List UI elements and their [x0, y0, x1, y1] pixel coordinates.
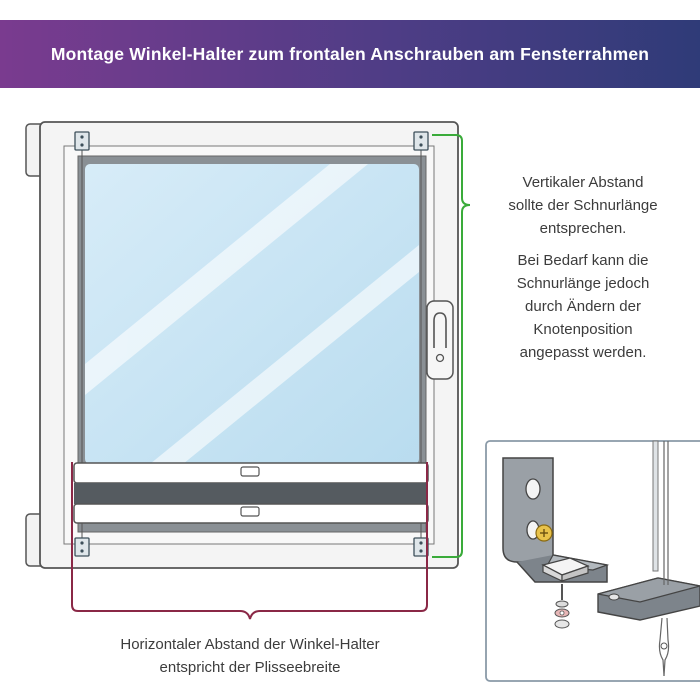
- note-line: durch Ändern der: [525, 298, 641, 315]
- screw-icon: [535, 524, 553, 542]
- header-banner: Montage Winkel-Halter zum frontalen Ansc…: [0, 20, 700, 88]
- pleated-blind: [73, 462, 429, 524]
- angle-bracket-icon: [74, 537, 90, 557]
- glass-reflections: [85, 164, 419, 464]
- mounting-detail-inset: [485, 440, 700, 682]
- window-handle-icon: [426, 300, 454, 380]
- vertical-spacing-bracket: [432, 134, 471, 558]
- note-line: angepasst werden.: [519, 344, 647, 361]
- angle-bracket-icon: [413, 537, 429, 557]
- cord-adjust-note: Bei Bedarf kann die Schnurlänge jedoch d…: [484, 249, 682, 364]
- blind-bottom-rail-grip: [240, 506, 260, 517]
- note-line: sollte der Schnurlänge: [508, 197, 658, 214]
- window-glass: [85, 164, 419, 464]
- blind-fabric: [74, 483, 428, 504]
- note-line: entspricht der Plisseebreite: [159, 659, 341, 676]
- note-line: entsprechen.: [539, 220, 627, 237]
- page-title: Montage Winkel-Halter zum frontalen Ansc…: [50, 43, 650, 64]
- vertical-spacing-note: Vertikaler Abstand sollte der Schnurläng…: [484, 171, 682, 240]
- blind-top-rail-grip: [240, 466, 260, 477]
- note-line: Bei Bedarf kann die: [517, 252, 649, 269]
- angle-bracket-plate: [502, 457, 554, 563]
- note-line: Vertikaler Abstand: [522, 174, 644, 191]
- angle-bracket-icon: [74, 131, 90, 151]
- note-line: Horizontaler Abstand der Winkel-Halter: [120, 636, 380, 653]
- angle-bracket-icon: [413, 131, 429, 151]
- horizontal-spacing-note: Horizontaler Abstand der Winkel-Halter e…: [80, 633, 420, 679]
- horizontal-spacing-bracket: [71, 462, 428, 620]
- note-line: Knotenposition: [533, 321, 633, 338]
- note-line: Schnurlänge jedoch: [516, 275, 650, 292]
